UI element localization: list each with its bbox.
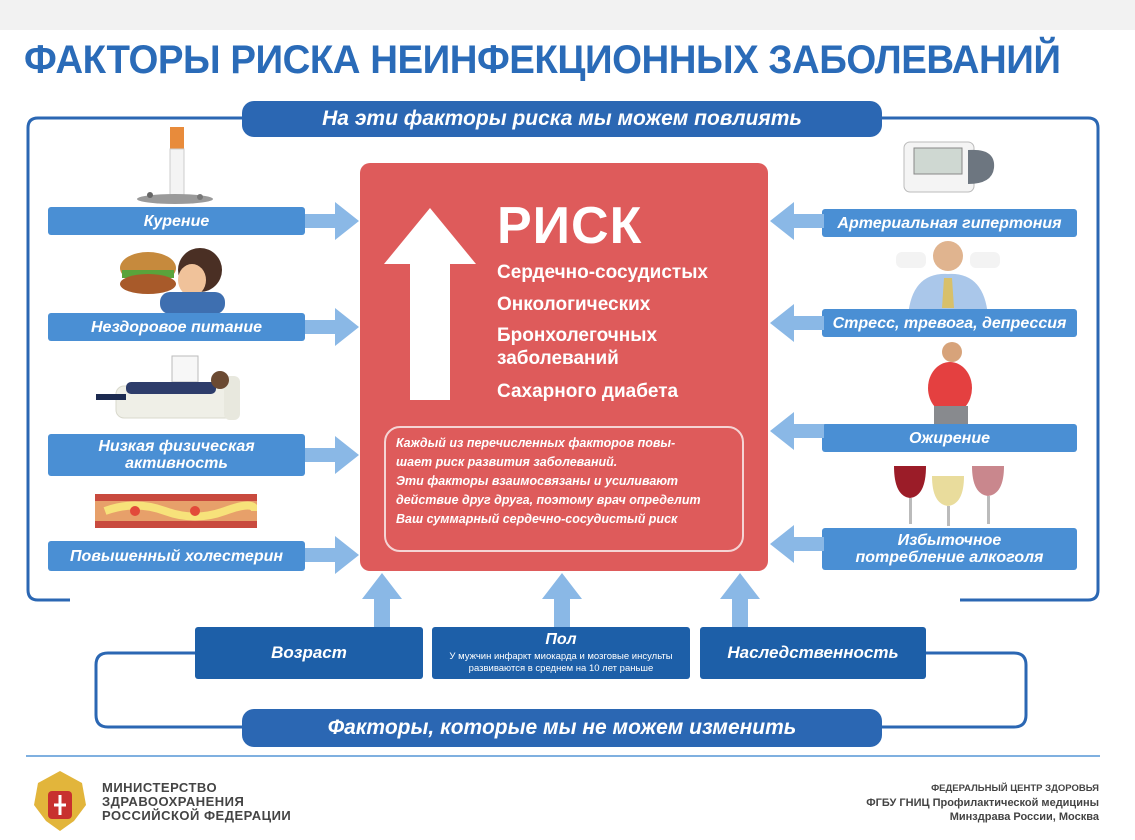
risk-heading: РИСК: [497, 197, 643, 255]
top-banner: На эти факторы риска мы можем повлиять: [242, 101, 882, 137]
ministry-name: МИНИСТЕРСТВО ЗДРАВООХРАНЕНИЯ РОССИЙСКОЙ …: [102, 781, 291, 823]
factor-sex-note: У мужчин инфаркт миокарда и мозговые инс…: [449, 651, 673, 674]
risk-note-line: действие друг друга, поэтому врач опреде…: [396, 493, 701, 507]
center-name: ФЕДЕРАЛЬНЫЙ ЦЕНТР ЗДОРОВЬЯ ФГБУ ГНИЦ Про…: [866, 782, 1099, 824]
left-arrows: [305, 202, 359, 574]
bottom-banner: Факторы, которые мы не можем изменить: [242, 709, 882, 747]
coat-of-arms-icon: [34, 771, 86, 831]
top-band: [0, 0, 1135, 30]
factor-smoking: Курение: [48, 207, 305, 235]
ministry-line: ЗДРАВООХРАНЕНИЯ: [102, 794, 245, 809]
factor-sex-label: Пол: [545, 631, 577, 648]
risk-note-line: Эти факторы взаимосвязаны и усиливают: [396, 474, 679, 488]
risk-note-line: шает риск развития заболеваний.: [396, 455, 618, 469]
factor-cholesterol: Повышенный холестерин: [48, 541, 305, 571]
ministry-line: МИНИСТЕРСТВО: [102, 780, 218, 795]
risk-item-diabetes: Сахарного диабета: [497, 381, 679, 402]
obese-man-icon: [928, 342, 972, 424]
factor-sex: Пол У мужчин инфаркт миокарда и мозговые…: [432, 627, 690, 679]
factor-age-label: Возраст: [271, 643, 347, 662]
risk-note-line: Каждый из перечисленных факторов повы-: [396, 436, 676, 450]
center-line: ФЕДЕРАЛЬНЫЙ ЦЕНТР ЗДОРОВЬЯ: [931, 783, 1099, 794]
factor-hypertension: Артериальная гипертония: [822, 209, 1077, 237]
right-arrows: [770, 202, 824, 563]
blood-pressure-monitor-icon: [903, 141, 995, 193]
wine-glasses-icon: [894, 466, 1004, 526]
risk-item-oncology: Онкологических: [497, 294, 651, 315]
big-up-arrow-icon: [384, 208, 476, 400]
page-title: ФАКТОРЫ РИСКА НЕИНФЕКЦИОННЫХ ЗАБОЛЕВАНИЙ: [24, 38, 1061, 82]
factor-alcohol: Избыточное потребление алкоголя: [822, 528, 1077, 570]
eating-burger-icon: [120, 248, 225, 314]
factor-heredity-label: Наследственность: [727, 643, 899, 662]
factor-heredity: Наследственность: [700, 627, 926, 679]
couch-person-icon: [96, 355, 240, 420]
ministry-line: РОССИЙСКОЙ ФЕДЕРАЦИИ: [102, 808, 292, 823]
center-line: ФГБУ ГНИЦ Профилактической медицины: [866, 797, 1099, 809]
factor-low-activity: Низкая физическая активность: [48, 434, 305, 476]
factor-obesity: Ожирение: [822, 424, 1077, 452]
risk-note-line: Ваш суммарный сердечно-сосудистый риск: [396, 512, 678, 526]
risk-note: Каждый из перечисленных факторов повы- ш…: [384, 426, 744, 552]
factor-unhealthy-diet: Нездоровое питание: [48, 313, 305, 341]
bottom-arrows: [362, 573, 760, 629]
risk-item-bronchopulmonary: Бронхолегочных заболеваний: [497, 325, 658, 369]
cigarette-icon: [137, 127, 213, 204]
factor-stress: Стресс, тревога, депрессия: [822, 309, 1077, 337]
risk-item-cardio: Сердечно-сосудистых: [497, 262, 709, 283]
factor-age: Возраст: [195, 627, 423, 679]
center-line: Минздрава России, Москва: [949, 811, 1099, 823]
artery-cholesterol-icon: [95, 494, 257, 528]
stressed-man-icon: [896, 241, 1000, 316]
